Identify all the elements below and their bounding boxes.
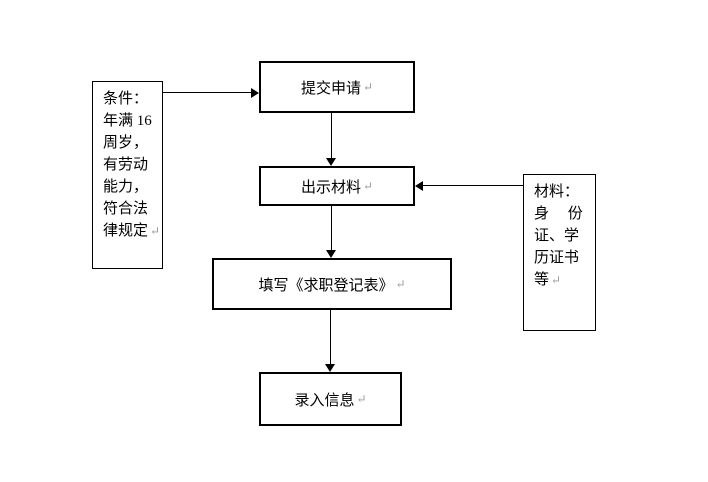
connector-conditions-to-submit [163, 92, 251, 93]
paragraph-return-mark: ↵ [395, 276, 406, 291]
note-text: 条件： [103, 91, 149, 107]
note-text: 等 [534, 272, 550, 288]
flow-box-label: 录入信息 [294, 392, 355, 409]
flow-box-label: 提交申请 [300, 80, 361, 97]
note-text: 证、学 [534, 228, 580, 244]
note-text: 符合法 [103, 201, 149, 217]
arrowhead-down-icon [326, 158, 336, 166]
flow-box-show-materials: 出示材料↵ [259, 166, 415, 206]
note-line: 历证书 [534, 247, 595, 269]
paragraph-return-mark: ↵ [551, 273, 562, 287]
note-line: 能力， [103, 176, 162, 198]
note-line: 周岁， [103, 132, 162, 154]
flow-box-label: 填写《求职登记表》 [258, 277, 394, 294]
flow-box-label: 出示材料 [300, 179, 361, 196]
note-line: 等↵ [534, 269, 595, 291]
note-line: 条件： [103, 88, 162, 110]
note-line: 符合法 [103, 198, 162, 220]
connector-materials-to-show [423, 185, 523, 186]
connector-submit-to-show [331, 113, 332, 158]
note-text: 有劳动 [103, 157, 149, 173]
note-text: 能力， [103, 179, 149, 195]
connector-show-to-fill [331, 206, 332, 250]
note-line: 身 份 [534, 203, 595, 225]
paragraph-return-mark: ↵ [362, 79, 374, 94]
note-line: 有劳动 [103, 154, 162, 176]
note-text: 年满 16 [103, 113, 152, 129]
note-box-materials: 材料： 身 份 证、学 历证书 等↵ [523, 174, 596, 331]
note-line: 证、学 [534, 225, 595, 247]
note-text: 周岁， [103, 135, 149, 151]
note-text: 历证书 [534, 250, 580, 266]
note-line: 年满 16 [103, 110, 162, 132]
paragraph-return-mark: ↵ [356, 391, 367, 406]
arrowhead-right-icon [251, 88, 259, 98]
note-text: 律规定 [103, 223, 149, 239]
note-line: 律规定↵ [103, 220, 162, 242]
paragraph-return-mark: ↵ [150, 224, 161, 238]
arrowhead-down-icon [326, 250, 336, 258]
note-text: 材料： [534, 184, 580, 200]
arrowhead-down-icon [325, 364, 335, 372]
flow-box-submit-application: 提交申请↵ [259, 61, 415, 113]
note-box-conditions: 条件： 年满 16 周岁， 有劳动 能力， 符合法 律规定↵ [92, 81, 163, 269]
flow-box-fill-registration-form: 填写《求职登记表》↵ [212, 258, 452, 310]
arrowhead-left-icon [415, 181, 423, 191]
connector-fill-to-enter [330, 310, 331, 364]
note-text: 身 份 [534, 206, 583, 222]
flow-box-enter-information: 录入信息↵ [259, 372, 402, 426]
paragraph-return-mark: ↵ [362, 178, 374, 193]
note-line: 材料： [534, 181, 595, 203]
